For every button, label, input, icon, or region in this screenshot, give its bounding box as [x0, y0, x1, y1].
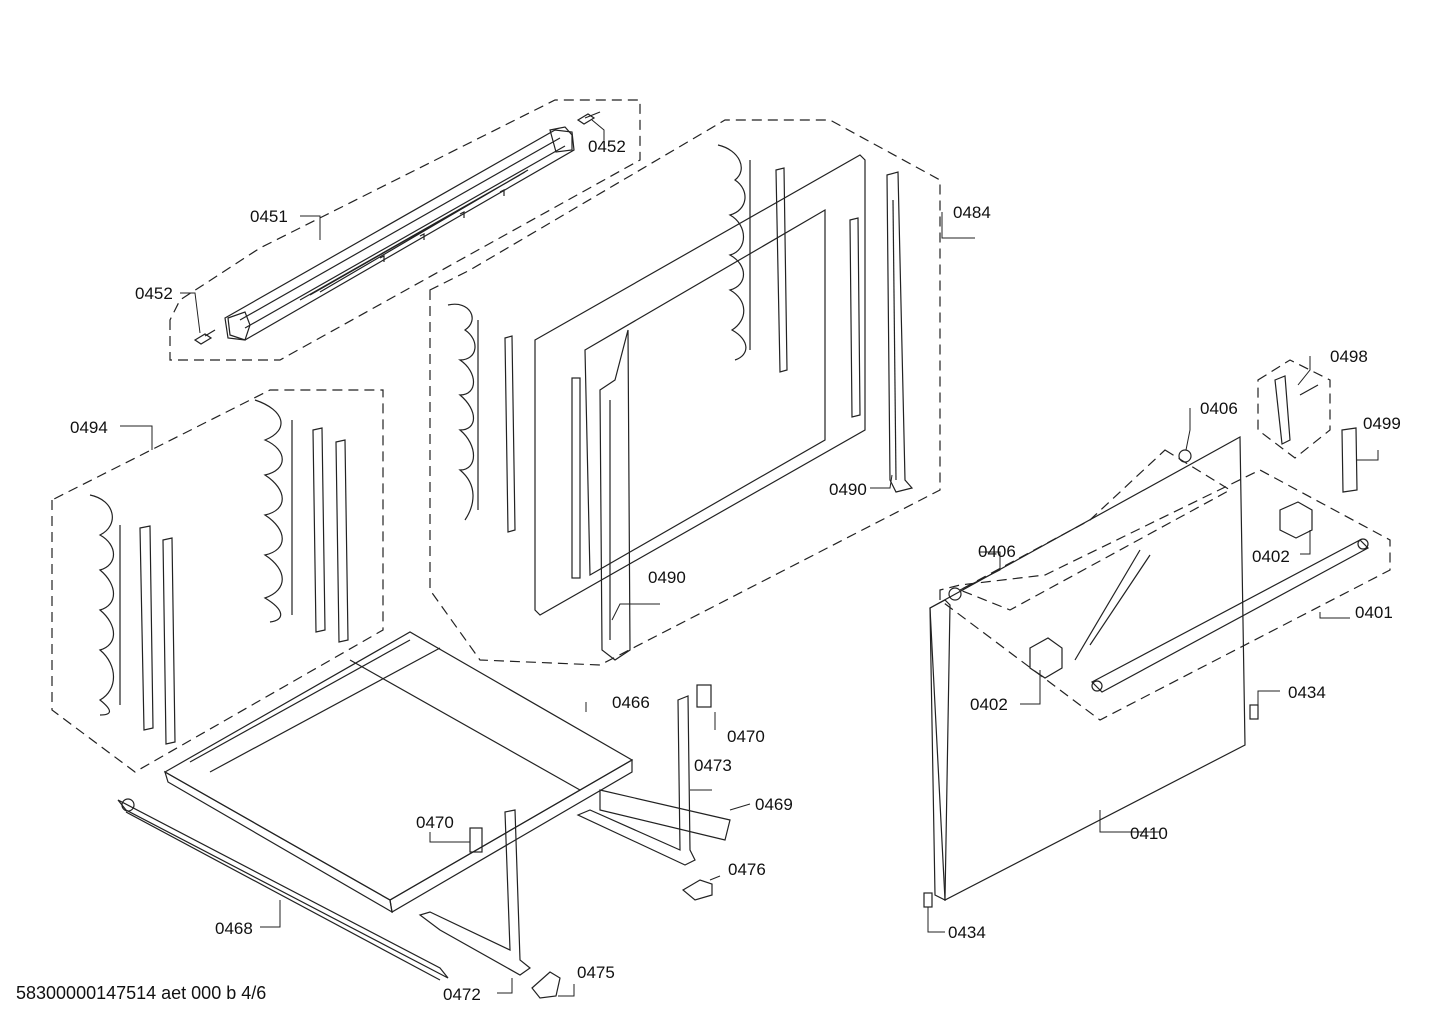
label-0401: 0401 — [1355, 603, 1393, 622]
label-0466: 0466 — [612, 693, 650, 712]
group-outline-0498 — [1257, 359, 1331, 459]
label-0451: 0451 — [250, 207, 288, 226]
label-0452-top: 0452 — [588, 137, 626, 156]
part-glass-frame — [534, 154, 866, 616]
strip-set-0494-b — [254, 399, 349, 643]
label-0468: 0468 — [215, 919, 253, 938]
label-0406-left: 0406 — [978, 542, 1016, 561]
label-0470-right: 0470 — [727, 727, 765, 746]
part-0452-pin-left — [193, 329, 216, 345]
part-0476-clip — [681, 879, 713, 901]
part-0470-clip-left — [469, 827, 483, 853]
document-id-footer: 58300000147514 aet 000 b 4/6 — [16, 983, 267, 1003]
part-0434-cap-right — [1249, 704, 1259, 720]
part-0469-rail — [599, 789, 731, 841]
bracket-0490-left — [571, 329, 631, 661]
label-0490-mid: 0490 — [648, 568, 686, 587]
part-0452-pin-top — [576, 111, 601, 125]
label-0494: 0494 — [70, 418, 108, 437]
bracket-0490-right — [886, 171, 914, 493]
label-0470-left: 0470 — [416, 813, 454, 832]
part-0475-clip — [531, 971, 561, 999]
part-0470-clip-right — [696, 684, 712, 708]
group-outline-0401 — [939, 449, 1391, 721]
label-0402-right: 0402 — [1252, 547, 1290, 566]
group-outline-0494 — [51, 389, 384, 773]
part-0410-door — [929, 435, 1246, 901]
part-0402-handle-support-left — [1029, 637, 1063, 679]
hinge-strip-right — [717, 144, 861, 418]
label-0406-top: 0406 — [1200, 399, 1238, 418]
part-0451-rail — [224, 126, 575, 341]
label-0498: 0498 — [1330, 347, 1368, 366]
label-0484: 0484 — [953, 203, 991, 222]
part-0402-handle-support-right — [1279, 501, 1313, 539]
leader-lines — [120, 119, 1379, 997]
part-0466-tray — [163, 631, 634, 914]
label-0499: 0499 — [1363, 414, 1401, 433]
label-0469: 0469 — [755, 795, 793, 814]
label-0434-bottom: 0434 — [948, 923, 986, 942]
label-0410: 0410 — [1130, 824, 1168, 843]
part-0472-bracket — [418, 809, 532, 976]
label-0472: 0472 — [443, 985, 481, 1004]
label-0475: 0475 — [577, 963, 615, 982]
part-0434-cap-bottom — [923, 892, 933, 908]
label-0402-left: 0402 — [970, 695, 1008, 714]
label-0476: 0476 — [728, 860, 766, 879]
group-outline-0484 — [429, 119, 941, 666]
strip-set-0494-a — [89, 494, 176, 745]
label-0452-left: 0452 — [135, 284, 173, 303]
part-0473-bracket — [576, 695, 696, 866]
part-0468-runner — [117, 798, 449, 981]
part-0499-strip — [1341, 427, 1358, 493]
label-0434-right: 0434 — [1288, 683, 1326, 702]
hinge-strip-left — [447, 303, 516, 533]
part-0401-handle — [1091, 538, 1369, 693]
label-0473: 0473 — [694, 756, 732, 775]
part-0498-hinge — [1274, 375, 1319, 445]
label-0490-right: 0490 — [829, 480, 867, 499]
